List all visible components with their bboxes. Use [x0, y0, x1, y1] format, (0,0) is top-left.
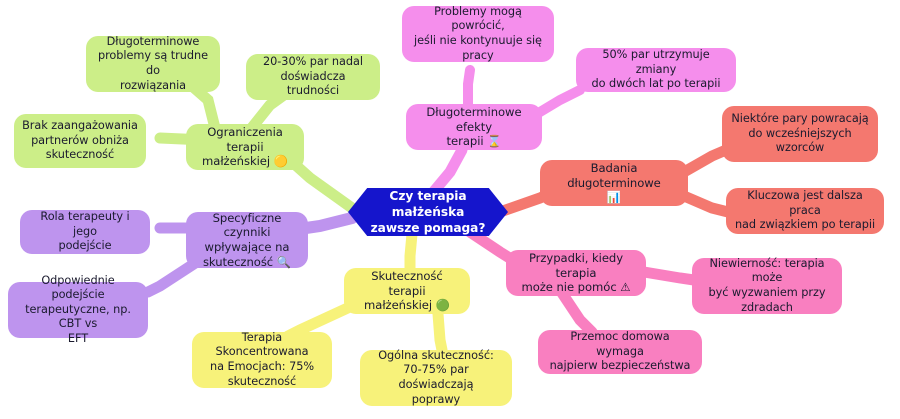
leaf-node-terapia-emocje-label: Terapia Skoncentrowana na Emocjach: 75% …	[209, 330, 315, 388]
leaf-node-50-par-utrzymuje[interactable]: 50% par utrzymuje zmiany do dwóch lat po…	[576, 48, 736, 92]
green-circle-icon: 🟢	[435, 298, 450, 313]
leaf-node-problemy-moga-powrocic-label: Problemy mogą powrócić, jeśli nie kontyn…	[414, 4, 542, 62]
leaf-node-niewiernosc[interactable]: Niewierność: terapia może być wyzwaniem …	[692, 256, 842, 314]
leaf-node-par-nadal[interactable]: 20-30% par nadal doświadcza trudności	[246, 54, 380, 100]
leaf-node-kluczowa-dalsza-praca-label: Kluczowa jest dalsza praca nad związkiem…	[734, 189, 876, 232]
leaf-node-problemy-moga-powrocic[interactable]: Problemy mogą powrócić, jeśli nie kontyn…	[402, 4, 554, 62]
leaf-node-niektore-pary[interactable]: Niektóre pary powracają do wcześniejszyc…	[722, 106, 878, 162]
leaf-node-kluczowa-dalsza-praca[interactable]: Kluczowa jest dalsza praca nad związkiem…	[726, 188, 884, 234]
yellow-circle-icon: 🟡	[273, 154, 288, 169]
leaf-node-brak-zaangazowania[interactable]: Brak zaangażowania partnerów obniża skut…	[14, 114, 146, 168]
central-node[interactable]: Czy terapia małżeńska zawsze pomaga?	[348, 188, 508, 236]
magnifying-glass-icon: 🔍	[276, 254, 292, 269]
leaf-node-rola-terapeuty[interactable]: Rola terapeuty i jego podejście	[20, 210, 150, 254]
leaf-node-rola-terapeuty-label: Rola terapeuty i jego podejście	[40, 210, 130, 253]
leaf-node-terapia-emocje[interactable]: Terapia Skoncentrowana na Emocjach: 75% …	[192, 330, 332, 388]
leaf-node-brak-zaangazowania-label: Brak zaangażowania partnerów obniża skut…	[22, 119, 138, 162]
branch-node-ograniczenia[interactable]: Ograniczenia terapii małżeńskiej 🟡	[186, 124, 304, 170]
warning-triangle-icon: ⚠	[620, 280, 631, 295]
leaf-node-niewiernosc-label: Niewierność: terapia może być wyzwaniem …	[708, 256, 826, 314]
branch-node-dlugoterminowe-efekty-label: Długoterminowe efekty terapii ⌛	[426, 105, 522, 149]
branch-node-przypadki-nie-pomoc-label: Przypadki, kiedy terapia może nie pomóc …	[521, 251, 631, 295]
leaf-node-odpowiednie-podejscie-label: Odpowiednie podejście terapeutyczne, np.…	[25, 273, 131, 345]
leaf-node-ogolna-skutecznosc-label: Ogólna skuteczność: 70-75% par doświadcz…	[378, 348, 494, 406]
branch-node-skutecznosc-terapii[interactable]: Skuteczność terapii małżeńskiej 🟢	[344, 268, 470, 314]
leaf-node-dlugoterminowe-problemy[interactable]: Długoterminowe problemy są trudne do roz…	[86, 34, 220, 92]
bar-chart-icon: 📊	[606, 190, 622, 205]
branch-node-specyficzne-czynniki-label: Specyficzne czynniki wpływające na skute…	[202, 210, 292, 269]
leaf-node-dlugoterminowe-problemy-label: Długoterminowe problemy są trudne do roz…	[97, 34, 209, 92]
leaf-node-ogolna-skutecznosc[interactable]: Ogólna skuteczność: 70-75% par doświadcz…	[360, 348, 512, 406]
leaf-node-przemoc-domowa-label: Przemoc domowa wymaga najpierw bezpiecze…	[549, 330, 691, 373]
branch-node-skutecznosc-terapii-label: Skuteczność terapii małżeńskiej 🟢	[364, 269, 450, 313]
branch-node-badania-dlugoterminowe[interactable]: Badania długoterminowe 📊	[540, 160, 688, 206]
hourglass-icon: ⌛	[487, 134, 502, 149]
branch-node-dlugoterminowe-efekty[interactable]: Długoterminowe efekty terapii ⌛	[406, 104, 542, 150]
leaf-node-par-nadal-label: 20-30% par nadal doświadcza trudności	[263, 55, 363, 98]
central-node-label: Czy terapia małżeńska zawsze pomaga?	[370, 189, 486, 235]
leaf-node-odpowiednie-podejscie[interactable]: Odpowiednie podejście terapeutyczne, np.…	[8, 274, 148, 345]
branch-node-przypadki-nie-pomoc[interactable]: Przypadki, kiedy terapia może nie pomóc …	[506, 250, 646, 296]
branch-node-specyficzne-czynniki[interactable]: Specyficzne czynniki wpływające na skute…	[186, 210, 308, 269]
branch-node-ograniczenia-label: Ograniczenia terapii małżeńskiej 🟡	[202, 125, 288, 169]
branch-node-badania-dlugoterminowe-label: Badania długoterminowe 📊	[567, 161, 661, 205]
leaf-node-przemoc-domowa[interactable]: Przemoc domowa wymaga najpierw bezpiecze…	[538, 330, 702, 374]
leaf-node-50-par-utrzymuje-label: 50% par utrzymuje zmiany do dwóch lat po…	[591, 48, 721, 91]
leaf-node-niektore-pary-label: Niektóre pary powracają do wcześniejszyc…	[731, 112, 869, 155]
